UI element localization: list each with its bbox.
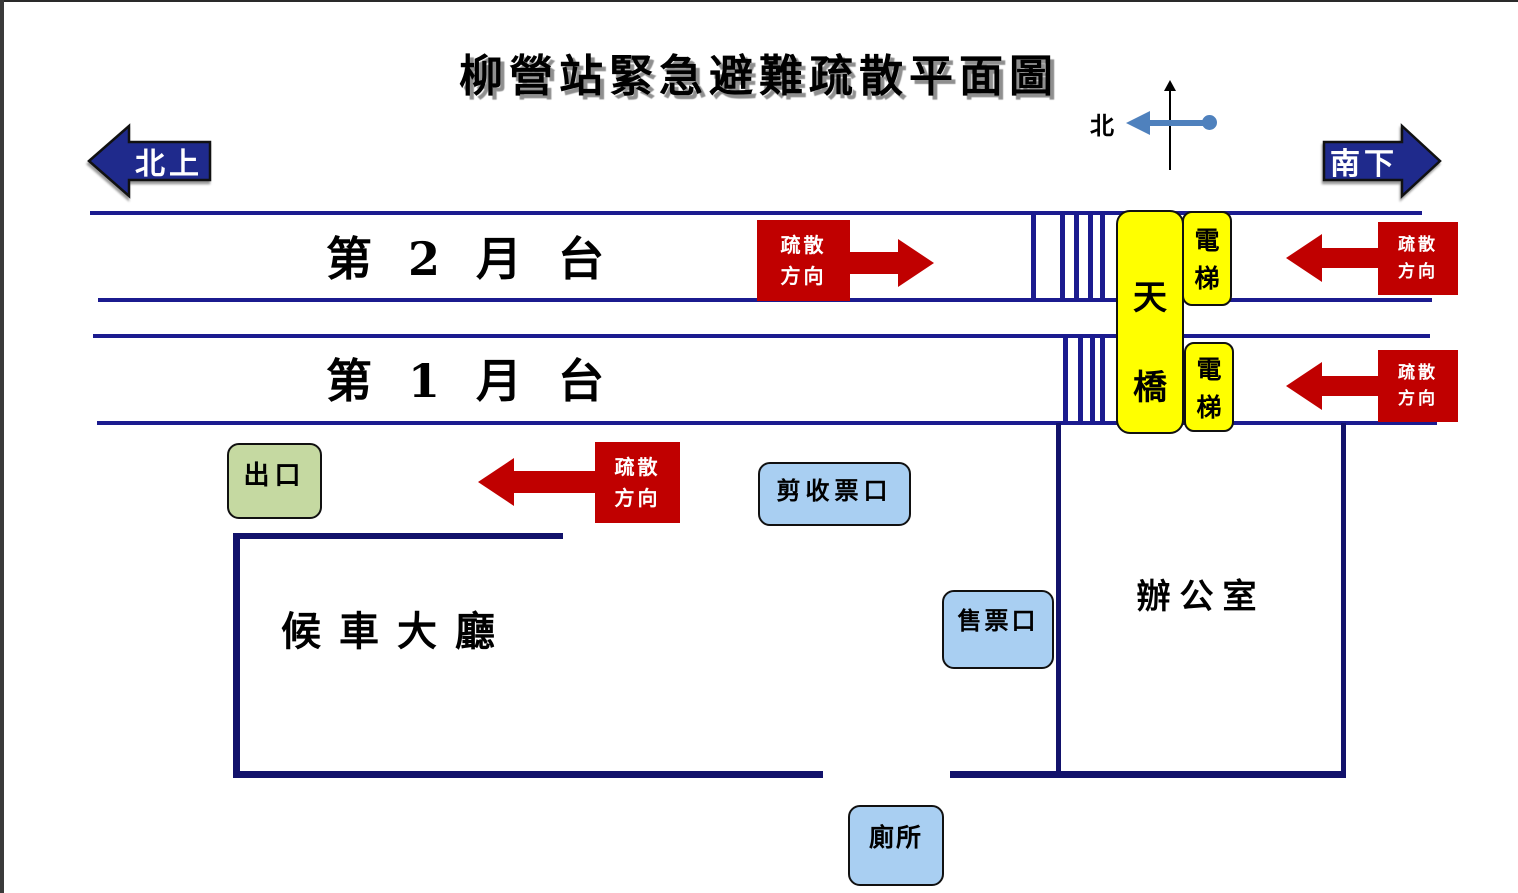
building-bottom-wall-right bbox=[950, 771, 1346, 778]
track-line-3 bbox=[93, 334, 1430, 338]
evac-arrow-shaft bbox=[1320, 376, 1378, 396]
platform-1-label: 第 1 月 台 bbox=[325, 354, 615, 408]
evac-label-box: 疏散 方向 bbox=[1378, 350, 1458, 422]
evac-label-line2: 方向 bbox=[1398, 389, 1438, 409]
elevator-char-1: 電 bbox=[1194, 226, 1220, 255]
stair-line bbox=[1090, 335, 1095, 423]
evac-arrow-shaft bbox=[850, 252, 898, 274]
evac-left-arrowhead-icon bbox=[1286, 234, 1322, 282]
evac-label-line1: 疏散 bbox=[614, 454, 661, 479]
waiting-hall-left-wall bbox=[233, 533, 240, 778]
evac-label-line2: 方向 bbox=[780, 263, 827, 288]
footbridge-char-1: 天 bbox=[1133, 278, 1167, 318]
office-right-wall bbox=[1341, 423, 1346, 777]
stair-line bbox=[1031, 212, 1036, 300]
elevator-lower-box: 電 梯 bbox=[1184, 342, 1234, 432]
evac-label-line2: 方向 bbox=[1398, 261, 1438, 282]
left-block-arrow-icon bbox=[87, 123, 212, 199]
building-bottom-wall-left bbox=[233, 771, 823, 778]
southbound-arrow: 南下 bbox=[1322, 123, 1442, 199]
compass-north-label: 北 bbox=[1090, 111, 1114, 140]
toilet-box: 廁所 bbox=[848, 805, 944, 886]
southbound-label: 南下 bbox=[1330, 147, 1398, 182]
track-line-4 bbox=[97, 421, 1437, 425]
waiting-hall-label: 候車大廳 bbox=[281, 608, 513, 655]
office-left-wall bbox=[1056, 423, 1061, 777]
page-top-border bbox=[0, 0, 1518, 2]
elevator-upper-box: 電 梯 bbox=[1182, 211, 1232, 306]
compass-vertical-line bbox=[1169, 90, 1171, 170]
stair-line bbox=[1063, 335, 1068, 423]
exit-label: 出口 bbox=[243, 461, 306, 491]
evac-label-line1: 疏散 bbox=[1398, 235, 1438, 256]
office-label: 辦公室 bbox=[1136, 576, 1266, 617]
stair-line bbox=[1100, 335, 1105, 423]
page-left-border bbox=[0, 0, 4, 893]
elevator-char-1: 電 bbox=[1196, 355, 1222, 384]
evac-arrow-shaft bbox=[512, 471, 596, 493]
northbound-arrow: 北上 bbox=[87, 123, 213, 199]
page-title: 柳營站緊急避難疏散平面圖 bbox=[459, 51, 1059, 102]
waiting-hall-top-wall bbox=[233, 533, 563, 539]
evac-label-box: 疏散 方向 bbox=[595, 442, 680, 523]
ticket-office-label: 售票口 bbox=[957, 606, 1039, 635]
evac-left-arrowhead-icon bbox=[1286, 362, 1322, 410]
stair-line bbox=[1060, 212, 1065, 300]
ticket-office-box: 售票口 bbox=[942, 590, 1054, 669]
right-block-arrow-icon bbox=[1322, 123, 1442, 199]
evac-right-arrowhead-icon bbox=[898, 239, 934, 287]
stair-line bbox=[1100, 212, 1105, 300]
evac-label-line2: 方向 bbox=[614, 485, 661, 510]
evac-arrow-shaft bbox=[1320, 248, 1378, 268]
evac-left-arrowhead-icon bbox=[478, 458, 514, 506]
stair-line bbox=[1074, 212, 1079, 300]
elevator-char-2: 梯 bbox=[1196, 393, 1222, 422]
compass-up-arrowhead-icon bbox=[1164, 80, 1176, 91]
toilet-label: 廁所 bbox=[868, 823, 923, 852]
compass-west-arrow-shaft bbox=[1148, 120, 1208, 126]
platform-2-label: 第 2 月 台 bbox=[325, 232, 615, 286]
northbound-label: 北上 bbox=[135, 147, 203, 182]
elevator-char-2: 梯 bbox=[1194, 264, 1220, 293]
ticket-gate-label: 剪收票口 bbox=[776, 476, 893, 505]
compass-dot-icon bbox=[1202, 115, 1217, 130]
footbridge-char-2: 橋 bbox=[1133, 368, 1167, 408]
track-line-1 bbox=[90, 211, 1422, 215]
stair-line bbox=[1088, 212, 1093, 300]
stair-line bbox=[1078, 335, 1083, 423]
compass-west-arrowhead-icon bbox=[1126, 111, 1150, 135]
ticket-gate-box: 剪收票口 bbox=[758, 462, 911, 526]
evac-label-box: 疏散 方向 bbox=[1378, 222, 1458, 295]
exit-box: 出口 bbox=[227, 443, 322, 519]
evac-label-line1: 疏散 bbox=[780, 232, 827, 257]
evac-label-line1: 疏散 bbox=[1398, 362, 1438, 383]
evac-label-box: 疏散 方向 bbox=[757, 220, 850, 301]
footbridge-box: 天 橋 bbox=[1116, 210, 1184, 434]
